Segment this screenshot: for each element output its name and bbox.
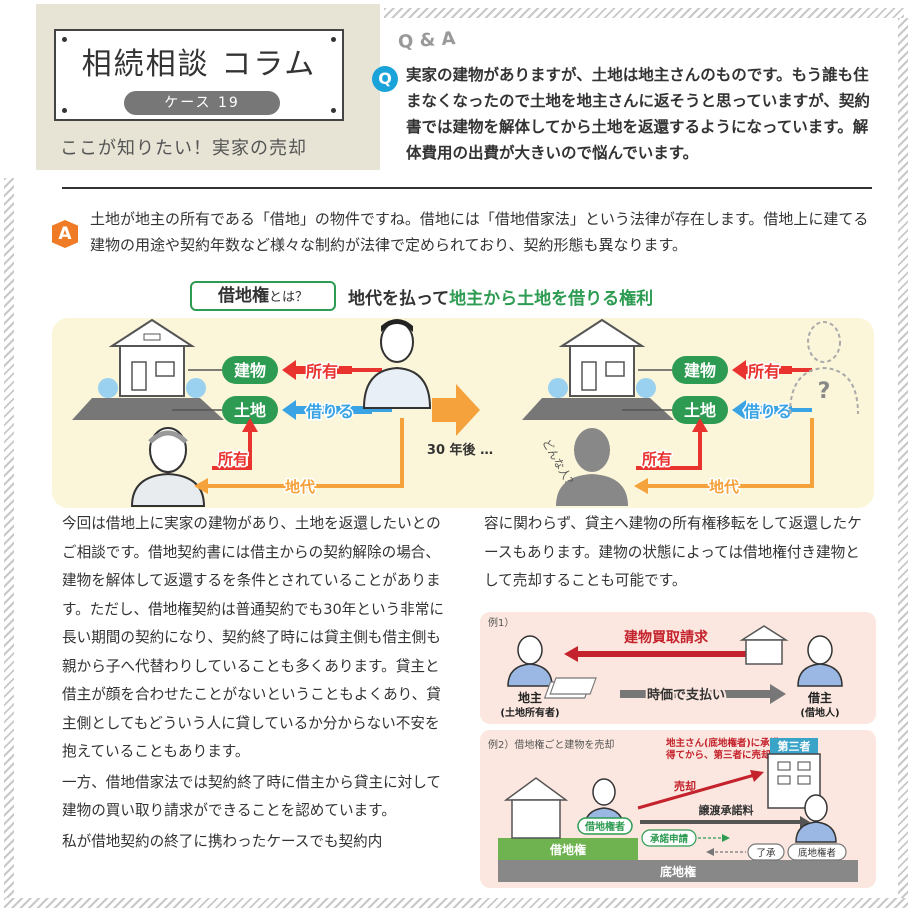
diagram-svg: 建物 土地 所有 借りる 所有 地代 30 年後 … — [72, 318, 859, 507]
owns2-label-right: 所有 — [642, 450, 672, 468]
case-badge: ケース 19 — [124, 91, 280, 115]
left-stripe — [4, 178, 14, 898]
landlord-icon — [507, 635, 553, 687]
right-stripe — [898, 18, 908, 898]
request-label: 承諾申請 — [650, 833, 689, 845]
borrows-label: 借りる — [305, 402, 354, 421]
house-icon — [98, 318, 206, 398]
owns-label: 所有 — [306, 362, 338, 381]
qa-label: Q & A — [397, 28, 457, 53]
borrower-person-icon — [362, 319, 432, 409]
landholder-label: 底地権者 — [798, 847, 836, 859]
example-1-claim: 建物買取請求 — [624, 629, 709, 646]
answer-badge: A — [52, 220, 78, 248]
house-ex2-icon — [503, 777, 569, 839]
title-card: 相続相談 コラム ケース 19 — [54, 29, 344, 121]
ground-left — [72, 398, 224, 420]
land-label-right: 土地 — [684, 401, 716, 420]
example-1-right-role: 借主 — [807, 690, 832, 705]
body-left-column: 今回は借地上に実家の建物があり、土地を返還したいとのご相談です。借地契約書には借… — [62, 510, 452, 858]
answer-text: 土地が地主の所有である「借地」の物件ですね。借地には「借地借家法」という法律が存… — [90, 210, 869, 254]
definition-term: 借地権 — [217, 286, 269, 306]
sell-label: 売却 — [674, 779, 696, 793]
owns2-label: 所有 — [218, 450, 248, 468]
body-paragraph-4: 容に関わらず、貸主へ建物の所有権移転をして返還したケースもあります。建物の状態に… — [484, 515, 862, 589]
top-stripe — [384, 8, 904, 18]
body-right-column: 容に関わらず、貸主へ建物の所有権移転をして返還したケースもあります。建物の状態に… — [484, 510, 874, 596]
question-badge: Q — [372, 66, 398, 92]
landholder-icon — [795, 794, 837, 843]
question-mark: ? — [818, 379, 831, 404]
borrows-label-right: 借りる — [743, 402, 792, 421]
body-paragraph-1: 今回は借地上に実家の建物があり、土地を返還したいとのご相談です。借地契約書には借… — [62, 515, 444, 760]
example-1-label: 例1） — [488, 616, 514, 629]
definition-prefix: 地代を払って — [348, 289, 450, 309]
column-header: 相続相談 コラム ケース 19 ここが知りたい！実家の売却 — [36, 4, 380, 170]
leaseholder-label: 借地権者 — [584, 820, 625, 833]
transfer-fee-label: 譲渡承諾料 — [699, 803, 754, 817]
landholder-right-bar: 底地権 — [660, 864, 696, 879]
definition-term-box: 借地権とは？ — [190, 281, 336, 311]
building-label-right: 建物 — [684, 361, 716, 380]
landlord-person-icon — [130, 427, 206, 507]
example-1-panel: 例1） 地主 (土地所有者) 建物買取請求 借主 (借地人) 時価で支払い — [480, 612, 876, 724]
house-small-icon — [739, 625, 789, 665]
column-title: 相続相談 コラム — [81, 47, 317, 82]
whisper-text: どんな人？ — [539, 437, 578, 491]
leasehold-bar: 借地権 — [549, 842, 586, 857]
house-right-icon — [548, 318, 656, 398]
after-label: 30 年後 … — [427, 442, 493, 458]
example-1-pay: 時価で支払い — [647, 687, 725, 703]
example-1-right-role-sub: (借地人) — [800, 706, 839, 719]
rent-label-right: 地代 — [709, 478, 739, 496]
transition-arrow-icon — [432, 384, 480, 436]
example-2-label: 例2）借地権ごと建物を売却 — [488, 738, 614, 751]
definition-meaning: 地代を払って地主から土地を借りる権利 — [348, 284, 653, 309]
ground-right — [522, 398, 674, 420]
divider — [62, 187, 872, 189]
definition-highlight: 地主から土地を借りる権利 — [449, 289, 654, 309]
leasehold-diagram: 建物 土地 所有 借りる 所有 地代 30 年後 … — [52, 318, 874, 508]
example-2-note-2: 得てから、第三者に売却 — [665, 749, 771, 761]
body-paragraph-2: 一方、借地借家法では契約終了時に借主から貸主に対して建物の買い取り請求ができるこ… — [62, 773, 442, 820]
example-1-left-role-sub: (土地所有者) — [500, 706, 559, 719]
money-icon — [543, 677, 597, 699]
definition-term-suffix: とは？ — [268, 290, 308, 305]
building-label: 建物 — [234, 361, 266, 380]
third-party-label: 第三者 — [778, 739, 811, 753]
silhouette-person-icon — [556, 428, 628, 506]
body-paragraph-3: 私が借地契約の終了に携わったケースでも契約内 — [62, 832, 383, 850]
column-subtitle: ここが知りたい！実家の売却 — [60, 138, 307, 159]
consent-label: 了承 — [756, 848, 776, 859]
question-text: 実家の建物がありますが、土地は地主さんのものです。もう誰も住まなくなったので土地… — [406, 66, 870, 162]
example-2-panel: 例2）借地権ごと建物を売却 地主さん(底地権者)に承諾を 得てから、第三者に売却… — [480, 730, 876, 888]
borrower-icon — [797, 635, 843, 687]
bottom-stripe — [4, 898, 908, 908]
example-2-note-1: 地主さん(底地権者)に承諾を — [666, 737, 789, 749]
example-1-left-role: 地主 — [518, 690, 542, 705]
unknown-person-icon — [789, 321, 859, 415]
rent-label: 地代 — [285, 478, 315, 496]
owns-label-right: 所有 — [748, 362, 780, 381]
land-label: 土地 — [234, 401, 266, 420]
